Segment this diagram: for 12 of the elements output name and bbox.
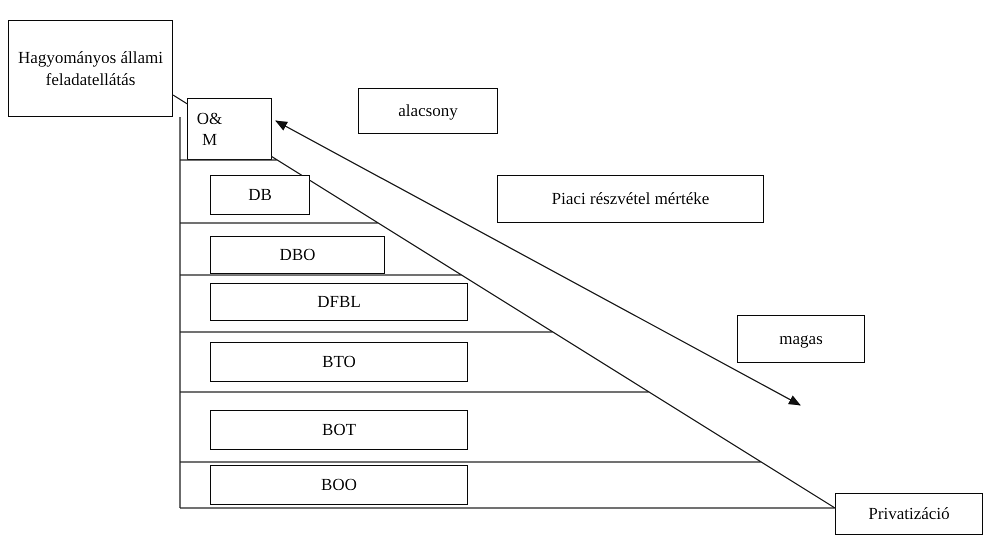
model-box: DBO [210,236,385,274]
label-box: alacsony [358,88,498,134]
heading-box: Hagyományos állami feladatellátás [8,20,173,117]
label-box: Piaci részvétel mértéke [497,175,764,223]
model-box: BOO [210,465,468,505]
model-box: DB [210,175,310,215]
label-box: magas [737,315,865,363]
model-box: O& M [187,98,272,160]
model-box: BOT [210,410,468,450]
model-box: BTO [210,342,468,382]
label-box: Privatizáció [835,493,983,535]
model-box: DFBL [210,283,468,321]
